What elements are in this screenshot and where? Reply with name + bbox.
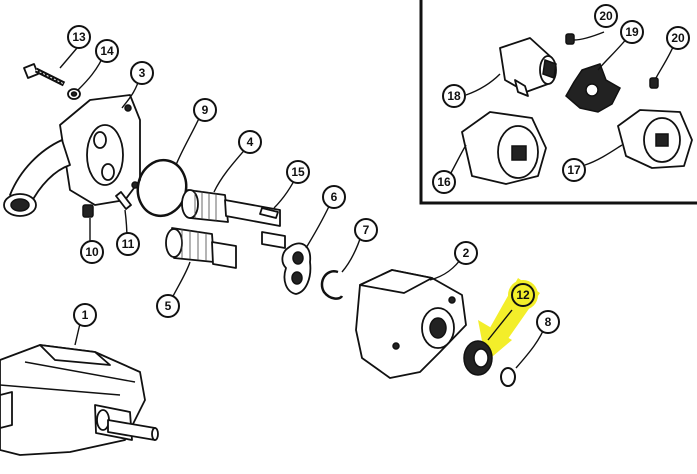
svg-text:8: 8: [545, 315, 552, 329]
callout-9: 9: [193, 98, 217, 122]
part-1-pump-assembly: [0, 344, 159, 456]
part-15-key: [259, 207, 279, 219]
callout-10: 10: [80, 240, 104, 264]
part-2-housing: [355, 269, 467, 379]
part-6-seal-plate: [281, 242, 312, 295]
svg-text:17: 17: [567, 163, 581, 177]
part-18-coupling-half: [499, 37, 557, 97]
svg-text:14: 14: [100, 44, 114, 58]
svg-text:4: 4: [247, 135, 254, 149]
svg-text:5: 5: [165, 299, 172, 313]
callout-6: 6: [322, 185, 346, 209]
svg-text:15: 15: [291, 165, 305, 179]
callout-16: 16: [432, 170, 456, 194]
svg-text:1: 1: [82, 308, 89, 322]
part-3-end-cover: [3, 94, 141, 217]
part-7-snap-ring: [320, 270, 344, 300]
svg-text:20: 20: [599, 9, 613, 23]
svg-text:9: 9: [202, 103, 209, 117]
svg-text:16: 16: [437, 175, 451, 189]
svg-text:2: 2: [463, 246, 470, 260]
svg-text:20: 20: [671, 31, 685, 45]
part-17-coupling-hub: [617, 109, 693, 169]
part-10-plug: [82, 204, 94, 218]
svg-text:6: 6: [331, 190, 338, 204]
callout-1: 1: [73, 303, 97, 327]
callout-13: 13: [67, 25, 91, 49]
callout-12: 12: [511, 283, 535, 307]
callout-11: 11: [116, 232, 140, 256]
callout-7: 7: [354, 218, 378, 242]
callout-20-top: 20: [594, 4, 618, 28]
callout-18: 18: [442, 84, 466, 108]
callout-20-right: 20: [666, 26, 690, 50]
callout-5: 5: [156, 294, 180, 318]
part-4-drive-gear: [181, 189, 286, 249]
callout-15: 15: [286, 160, 310, 184]
svg-text:10: 10: [85, 245, 99, 259]
svg-text:12: 12: [516, 288, 530, 302]
part-13-bolt: [23, 63, 66, 87]
part-20-set-screw-right: [649, 77, 659, 89]
callout-2: 2: [454, 241, 478, 265]
part-20-set-screw-top: [565, 33, 575, 45]
coupling-inset-panel: [419, 0, 697, 205]
svg-text:11: 11: [122, 237, 135, 251]
callout-4: 4: [238, 130, 262, 154]
callout-3: 3: [130, 61, 154, 85]
part-8-retaining-ring: [500, 367, 516, 387]
callout-14: 14: [95, 39, 119, 63]
callout-19: 19: [620, 20, 644, 44]
part-19-spider: [565, 63, 621, 113]
part-16-coupling-hub: [461, 111, 547, 185]
part-5-driven-gear: [165, 227, 237, 269]
svg-text:18: 18: [447, 89, 461, 103]
part-11-pin: [115, 191, 132, 210]
svg-text:3: 3: [139, 66, 146, 80]
svg-text:13: 13: [72, 30, 86, 44]
svg-text:7: 7: [363, 223, 370, 237]
svg-text:19: 19: [625, 25, 639, 39]
callout-8: 8: [536, 310, 560, 334]
part-14-washer: [67, 88, 81, 100]
part-12-shaft-seal: [463, 340, 493, 376]
callout-17: 17: [562, 158, 586, 182]
